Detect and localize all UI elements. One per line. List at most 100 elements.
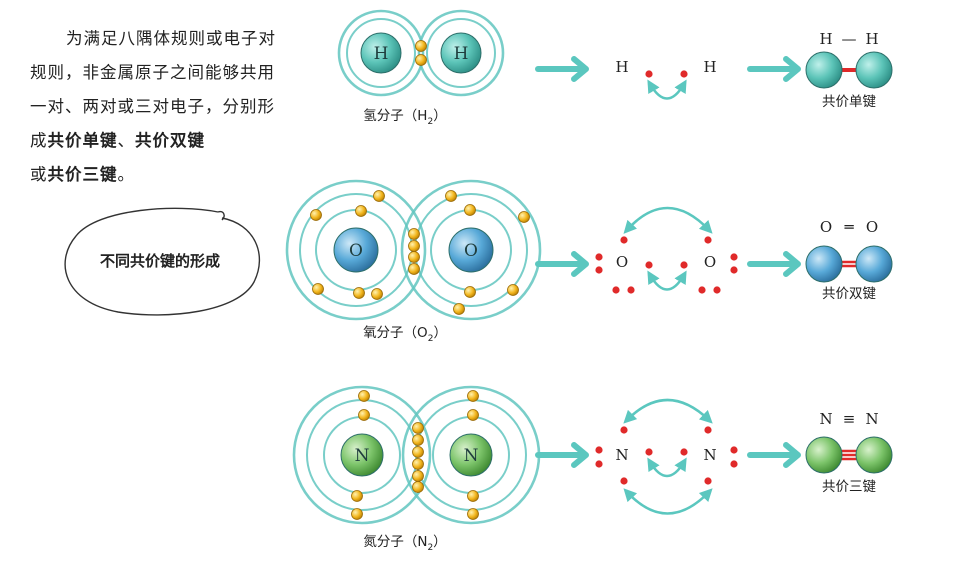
nucleus-N-left: [340, 433, 384, 477]
bonding-dot-N-5: [620, 477, 628, 485]
lone-dot-N-3: [730, 446, 738, 454]
valence-electron-O-9: [464, 204, 476, 216]
shared-electron-O-2: [408, 240, 420, 252]
bonding-dot-N-3: [620, 426, 628, 434]
bond-name-O: 共价双键: [822, 286, 876, 302]
bonding-dot-O-1: [645, 261, 653, 269]
model-atom-O-right: [855, 245, 893, 283]
transform-arrowhead-H-2: [783, 56, 801, 82]
formula-right-O: O: [866, 218, 878, 236]
shared-electron-N-4: [412, 458, 424, 470]
pairing-arrow-O-1: [647, 270, 687, 291]
term-triple-bond: 共价三键: [47, 165, 118, 184]
transform-arrowhead-O-2: [783, 251, 801, 277]
bubble-tail: [217, 210, 225, 221]
lone-dot-N-1: [595, 446, 603, 454]
shell-H-left-2: [337, 9, 425, 97]
lone-dot-N-2: [595, 460, 603, 468]
valence-electron-N-3: [351, 490, 363, 502]
formula-left-H: H: [819, 30, 832, 48]
caption-sub-H: 2: [427, 117, 433, 127]
caption-sub-O: 2: [428, 334, 434, 344]
shared-electron-N-1: [412, 422, 424, 434]
formula-bond-N: ≡: [843, 410, 856, 428]
nucleus-label-O-right: O: [464, 241, 478, 261]
nucleus-label-H-left: H: [374, 44, 389, 64]
shared-electron-N-6: [412, 481, 424, 493]
bonding-dot-N-6: [704, 477, 712, 485]
shared-electron-O-3: [408, 251, 420, 263]
intro-part2: 或: [30, 165, 48, 184]
bond-name-H: 共价单键: [822, 94, 876, 110]
caption-prefix-N: 氮分子（N: [363, 534, 427, 550]
lone-dot-O-3: [612, 286, 620, 294]
shell-H-left-1: [346, 18, 416, 88]
valence-electron-N-5: [467, 390, 479, 402]
caption-prefix-O: 氧分子（O: [363, 325, 428, 341]
molecule-caption-O: 氧分子（O2）: [363, 325, 447, 344]
lone-dot-O-5: [730, 253, 738, 261]
intro-part1: 为满足八隅体规则或电子对规则，非金属原子之间能够共用一对、两对或三对电子，分别形…: [30, 29, 276, 150]
valence-electron-O-1: [373, 190, 385, 202]
intro-paragraph: 为满足八隅体规则或电子对规则，非金属原子之间能够共用一对、两对或三对电子，分别形…: [30, 22, 292, 192]
lone-dot-O-2: [595, 266, 603, 274]
valence-electron-O-7: [312, 283, 324, 295]
valence-electron-N-1: [358, 390, 370, 402]
formula-bond-O: ═: [843, 218, 854, 236]
lone-dot-O-4: [627, 286, 635, 294]
shared-electron-O-1: [408, 228, 420, 240]
pairing-arrow-O-2: [623, 206, 713, 234]
nucleus-label-N-left: N: [355, 446, 370, 466]
shared-electron-H-2: [415, 54, 427, 66]
nucleus-O-right: [448, 227, 494, 273]
caption-suffix-O: ）: [433, 325, 447, 341]
shell-H-right-1: [426, 18, 496, 88]
valence-electron-N-4: [351, 508, 363, 520]
transform-arrowhead-N-1: [571, 442, 589, 468]
model-atom-N-right: [855, 436, 893, 474]
bubble-label: 不同共价键的形成: [99, 252, 220, 270]
valence-electron-N-8: [467, 508, 479, 520]
shell-O-left-3: [285, 179, 427, 321]
intro-sep: 、: [117, 131, 135, 150]
transform-arrowhead-H-1: [571, 56, 589, 82]
nucleus-O-left: [333, 227, 379, 273]
dot-symbol-H-left: H: [615, 58, 628, 76]
pairing-arrow-N-2: [623, 398, 713, 424]
bond-name-N: 共价三键: [822, 479, 876, 495]
valence-electron-N-2: [358, 409, 370, 421]
valence-electron-O-5: [371, 288, 383, 300]
valence-electron-O-2: [355, 205, 367, 217]
caption-sub-N: 2: [427, 543, 433, 553]
pairing-arrow-N-1: [647, 457, 687, 478]
valence-electron-N-6: [467, 409, 479, 421]
valence-electron-O-3: [310, 209, 322, 221]
pairing-arrow-N-3: [623, 488, 713, 515]
dot-symbol-O-right: O: [704, 253, 716, 271]
model-atom-H-left: [805, 51, 843, 89]
bonding-dot-H-1: [645, 70, 653, 78]
valence-electron-O-10: [518, 211, 530, 223]
caption-suffix-N: ）: [433, 534, 447, 550]
shell-H-right-2: [417, 9, 505, 97]
shared-electron-O-4: [408, 263, 420, 275]
valence-electron-N-7: [467, 490, 479, 502]
shared-electron-N-5: [412, 470, 424, 482]
caption-suffix-H: ）: [433, 108, 447, 124]
shared-electron-N-3: [412, 446, 424, 458]
nucleus-H-right: [440, 32, 482, 74]
bonding-dot-O-3: [620, 236, 628, 244]
term-single-bond: 共价单键: [47, 131, 118, 150]
dot-symbol-H-right: H: [703, 58, 716, 76]
valence-electron-O-12: [464, 286, 476, 298]
valence-electron-O-11: [507, 284, 519, 296]
valence-electron-O-13: [453, 303, 465, 315]
molecule-caption-H: 氢分子（H2）: [363, 108, 446, 127]
nucleus-label-N-right: N: [464, 446, 479, 466]
transform-arrowhead-O-1: [571, 251, 589, 277]
arrows: [535, 56, 801, 468]
shell-N-left-3: [292, 385, 432, 525]
dot-symbol-N-left: N: [615, 446, 628, 464]
bonding-dot-O-2: [680, 261, 688, 269]
